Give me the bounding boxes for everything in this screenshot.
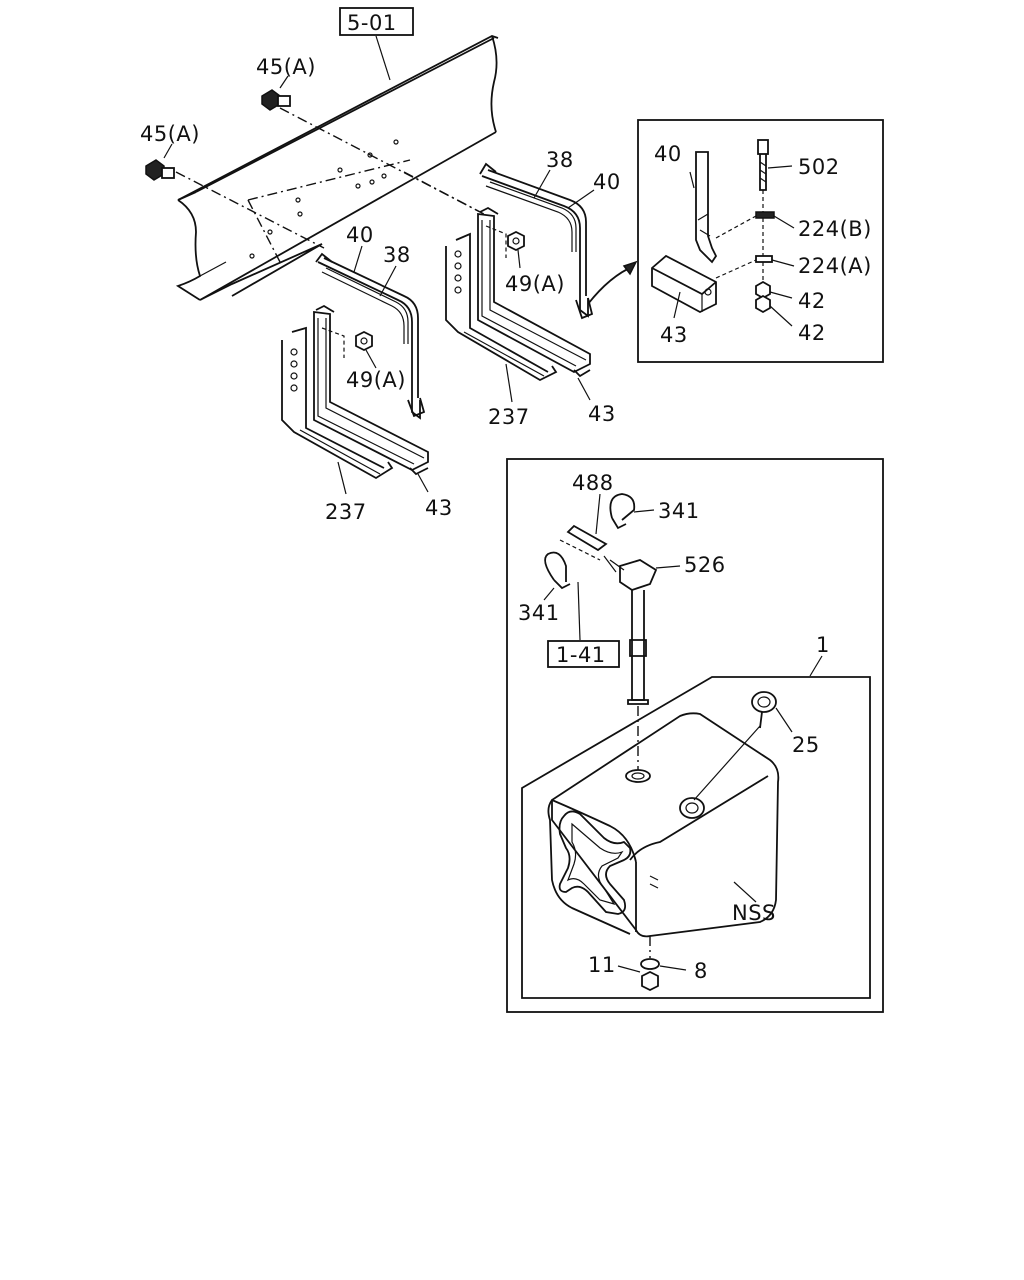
frame-ref-box: 5-01 [339,7,414,81]
detail-b-drain-gasket-label: 8 [694,959,708,983]
callout-strap-237-right: 237 [488,405,530,429]
detail-b-filler-cap-label: 25 [792,733,820,757]
left-bracket-assembly [281,245,429,495]
callout-nut-49-right: 49(A) [505,272,565,296]
right-bracket-assembly [445,162,638,403]
detail-a-band-label: 40 [654,142,682,166]
detail-a-bolt-label: 502 [798,155,840,179]
detail-a-nut-upper-label: 42 [798,289,826,313]
detail-b-hose-label: 488 [572,471,614,495]
callout-bolt-left: 45(A) [140,122,200,146]
detail-box-b [506,458,884,1013]
detail-b-clamp-lower-label: 341 [518,601,560,625]
callout-band-40-right: 40 [593,170,621,194]
detail-b-tank-assy-label: 1 [816,633,830,657]
detail-box-a [637,119,884,363]
callout-nut-49-left: 49(A) [346,368,406,392]
detail-b-tank-body-label: NSS [732,901,776,925]
detail-b-drain-plug-label: 11 [588,953,616,977]
detail-a-washer-a-label: 224(A) [798,254,872,278]
bolt-upper: 45(A) [256,55,316,111]
callout-band-40-left: 40 [346,223,374,247]
detail-a-washer-b-label: 224(B) [798,217,872,241]
callout-strap-237-left: 237 [325,500,367,524]
frame-rail [175,35,499,301]
frame-ref-label: 5-01 [347,11,397,35]
detail-b-sender-label: 526 [684,553,726,577]
callout-bracket-43-left: 43 [425,496,453,520]
bolt-left: 45(A) [140,122,200,181]
callout-bolt-upper: 45(A) [256,55,316,79]
callout-bracket-43-right: 43 [588,402,616,426]
detail-a-nut-lower-label: 42 [798,321,826,345]
detail-a-bracket-label: 43 [660,323,688,347]
callout-band-38-left: 38 [383,243,411,267]
callout-band-38-right: 38 [546,148,574,172]
gauge-ref-label: 1-41 [556,643,606,667]
detail-b-clamp-upper-label: 341 [658,499,700,523]
